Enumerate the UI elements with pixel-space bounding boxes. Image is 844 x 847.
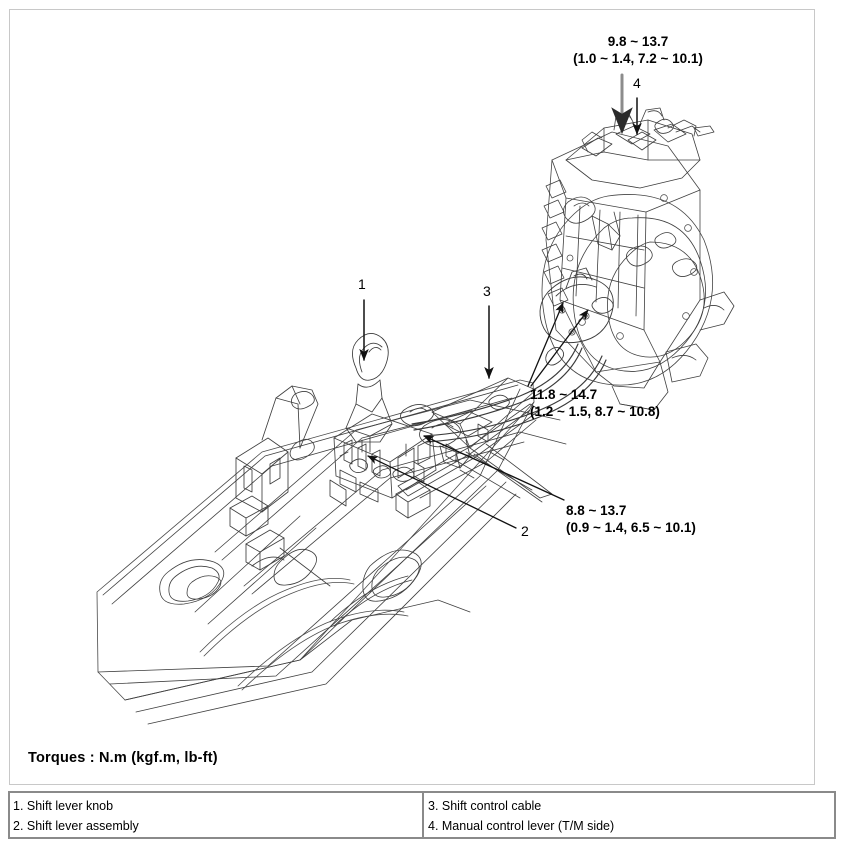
torque-spec-middle: 11.8 ~ 14.7 (1.2 ~ 1.5, 8.7 ~ 10.8) bbox=[530, 386, 660, 420]
legend-item-4: 4. Manual control lever (T/M side) bbox=[428, 819, 615, 833]
torque-spec-top-line1: 9.8 ~ 13.7 bbox=[607, 34, 669, 49]
torque-spec-lower: 8.8 ~ 13.7 (0.9 ~ 1.4, 6.5 ~ 10.1) bbox=[566, 502, 696, 536]
parts-legend-table: 1. Shift lever knob 2. Shift lever assem… bbox=[8, 791, 836, 839]
torque-spec-middle-line1: 11.8 ~ 14.7 bbox=[530, 387, 598, 402]
torque-spec-top-line2: (1.0 ~ 1.4, 7.2 ~ 10.1) bbox=[573, 51, 703, 66]
torque-spec-lower-line2: (0.9 ~ 1.4, 6.5 ~ 10.1) bbox=[566, 520, 696, 535]
torque-spec-top: 9.8 ~ 13.7 (1.0 ~ 1.4, 7.2 ~ 10.1) bbox=[548, 33, 728, 67]
callout-number-1: 1 bbox=[358, 276, 366, 292]
legend-column-left: 1. Shift lever knob 2. Shift lever assem… bbox=[10, 793, 422, 837]
figure-frame bbox=[9, 9, 815, 785]
legend-item-3: 3. Shift control cable bbox=[428, 799, 542, 813]
callout-number-2: 2 bbox=[521, 523, 529, 539]
legend-column-right: 3. Shift control cable 4. Manual control… bbox=[422, 793, 834, 837]
torque-units-caption: Torques : N.m (kgf.m, lb-ft) bbox=[28, 750, 218, 766]
callout-number-3: 3 bbox=[483, 283, 491, 299]
torque-spec-lower-line1: 8.8 ~ 13.7 bbox=[566, 503, 627, 518]
torque-spec-middle-line2: (1.2 ~ 1.5, 8.7 ~ 10.8) bbox=[530, 404, 660, 419]
legend-item-2: 2. Shift lever assembly bbox=[13, 819, 139, 833]
callout-number-4: 4 bbox=[633, 75, 641, 91]
legend-item-1: 1. Shift lever knob bbox=[13, 799, 114, 813]
